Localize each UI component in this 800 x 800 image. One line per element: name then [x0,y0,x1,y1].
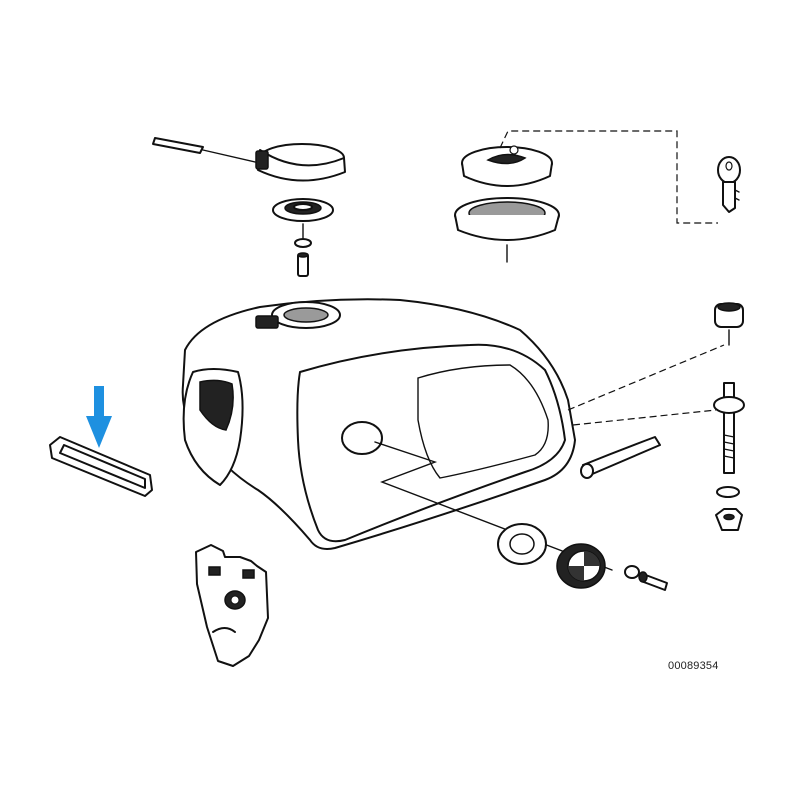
filler-cap[interactable] [255,143,346,182]
emblem-washer[interactable] [624,565,640,579]
lockable-cap[interactable] [461,145,553,187]
bmw-emblem[interactable] [556,543,606,589]
stud-washer[interactable] [716,486,740,498]
cap-screw[interactable] [297,252,309,277]
threaded-stud[interactable] [713,382,745,474]
locking-pin[interactable] [152,137,256,163]
cap-washer[interactable] [294,238,312,248]
key[interactable] [717,156,741,213]
emblem-screw[interactable] [638,571,668,591]
cap-nut[interactable] [714,302,744,328]
rubber-pad[interactable] [49,436,153,497]
fuel-tank [181,298,576,550]
mounting-bracket[interactable] [195,544,269,667]
reference-number: 00089354 [668,660,719,672]
cap-seal[interactable] [272,198,334,222]
cap-ring[interactable] [454,197,560,241]
emblem-hole [341,421,383,455]
hex-nut[interactable] [715,508,743,531]
highlight-arrow [86,386,112,448]
fuel-hose[interactable] [580,436,661,479]
emblem-gasket[interactable] [497,523,547,565]
